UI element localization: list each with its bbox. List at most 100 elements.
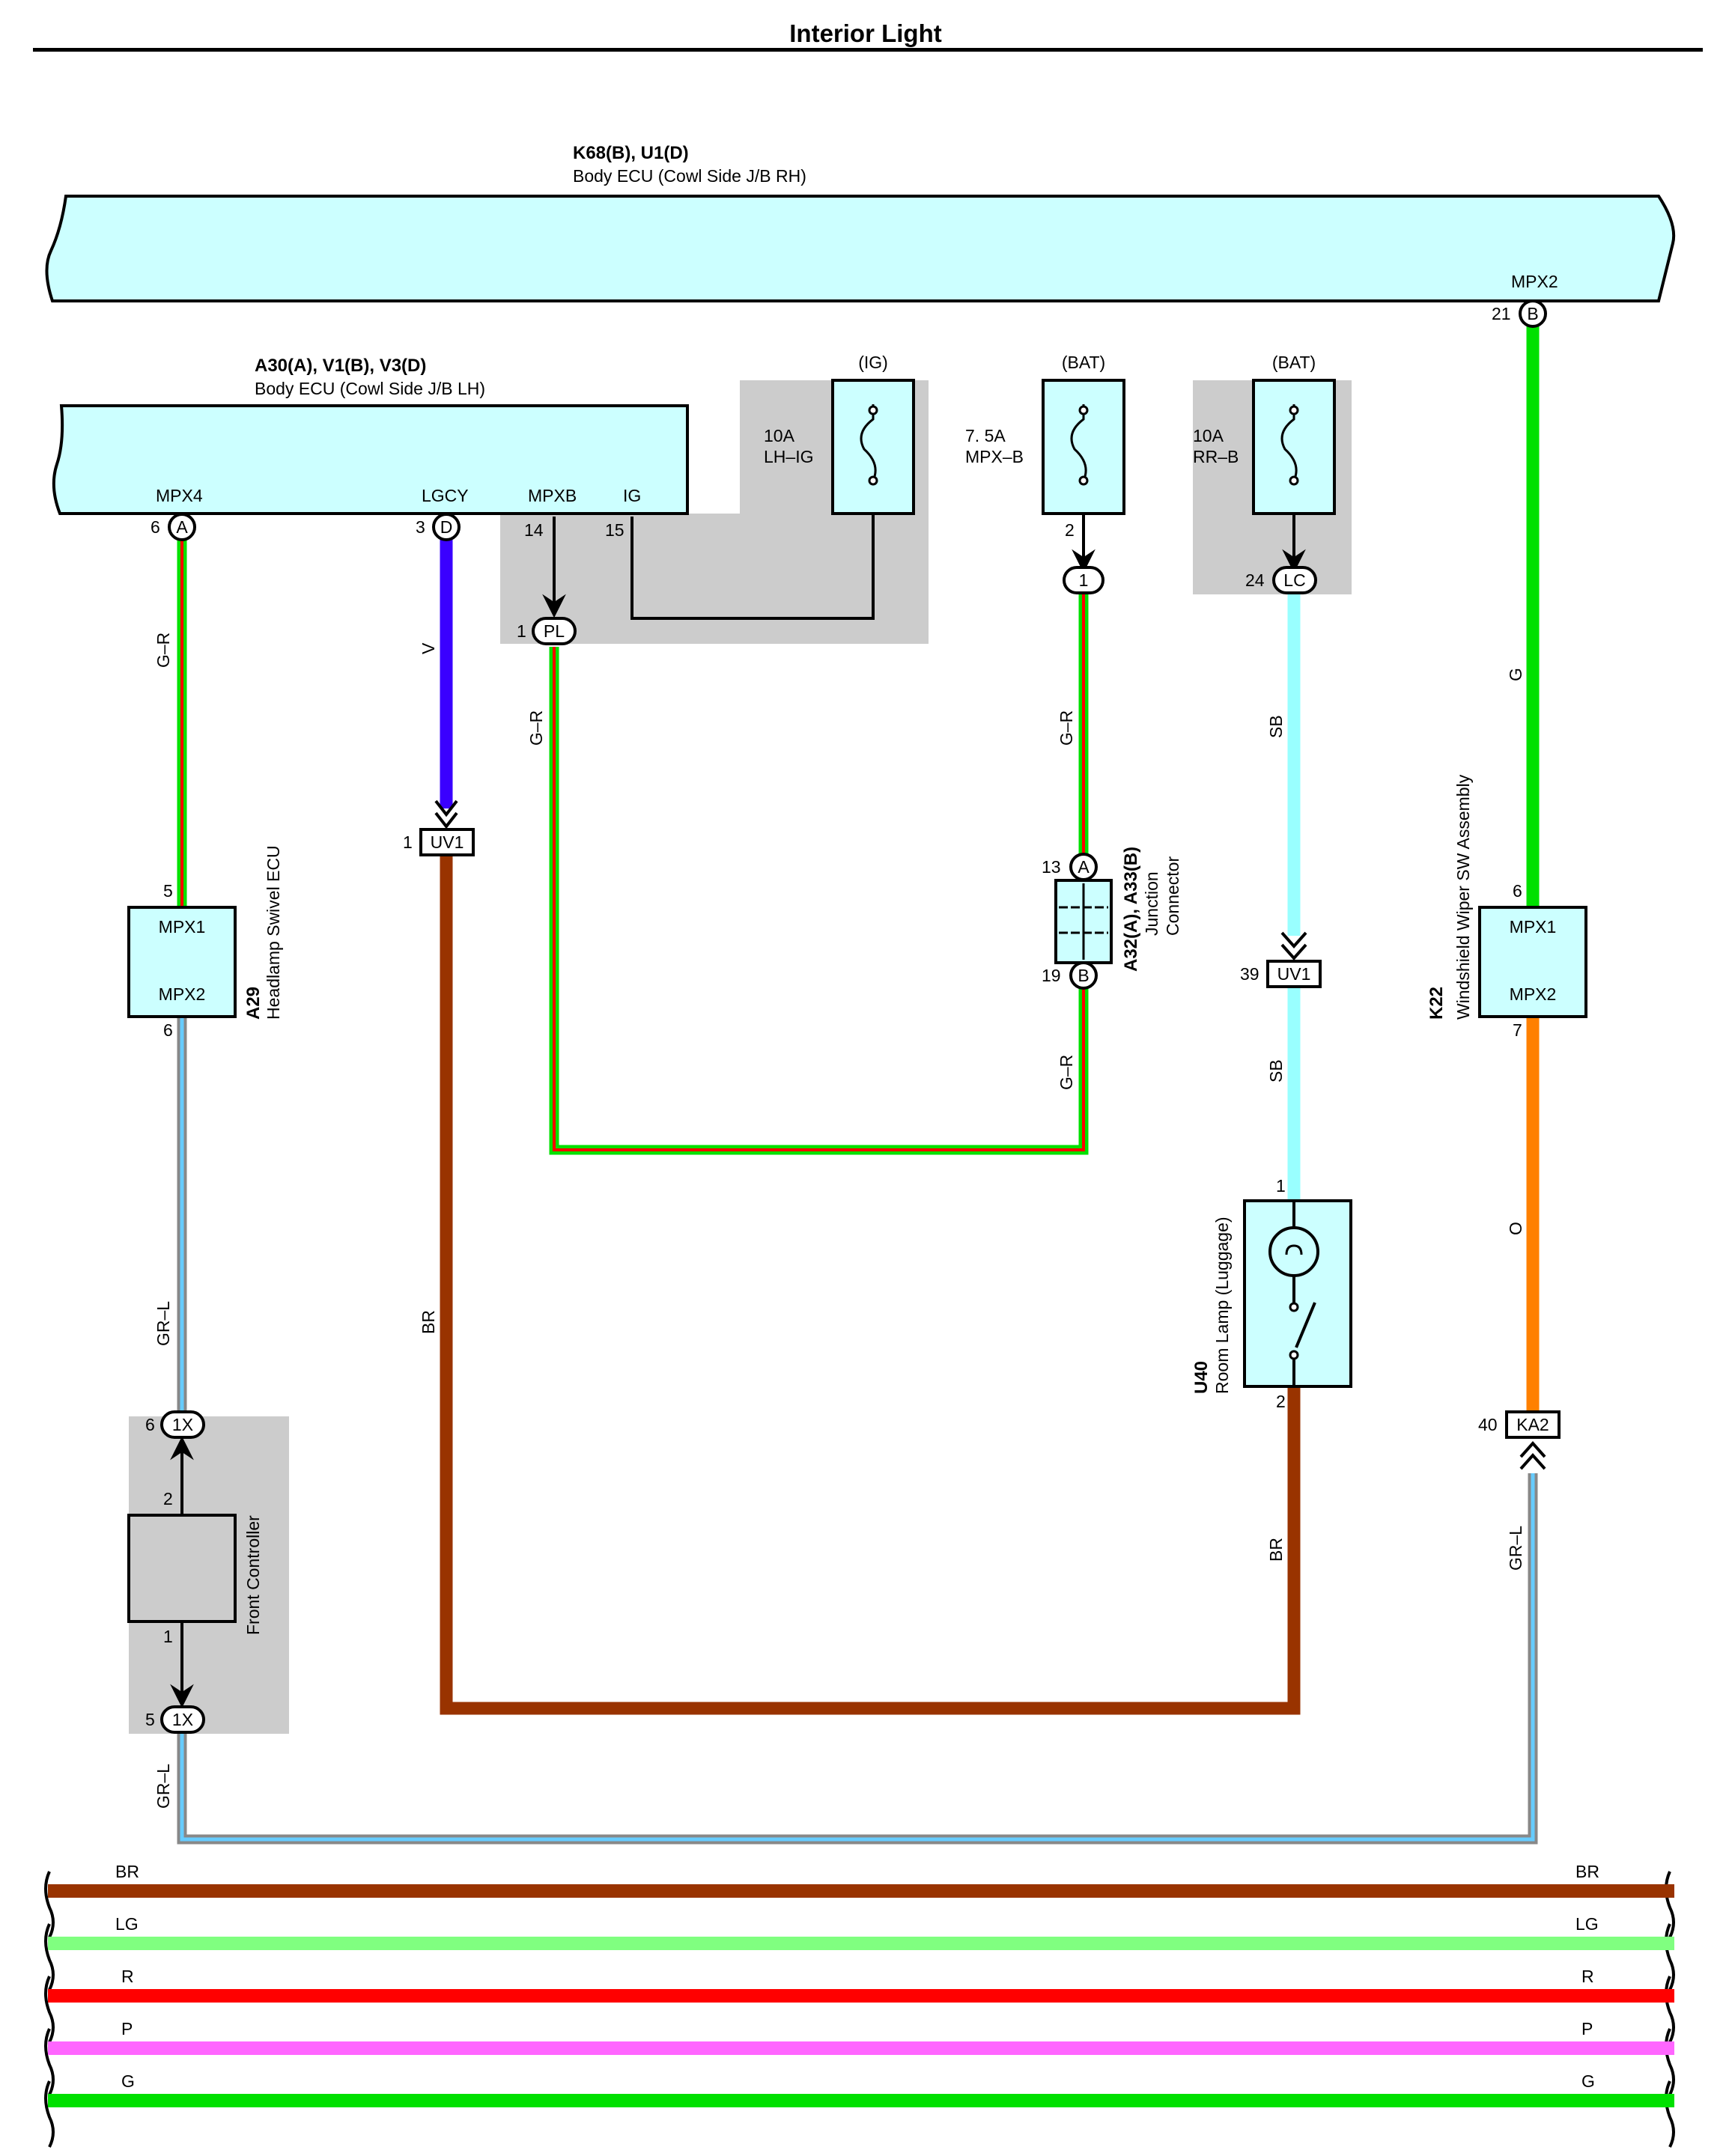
- k22-mpx1: MPX1: [1510, 917, 1557, 937]
- arrow-to-1: [1072, 549, 1096, 573]
- k22-pin-top: 6: [1513, 881, 1522, 901]
- fc-top-conn: 1X: [172, 1415, 193, 1434]
- pin-mpx4-a-letter: A: [176, 517, 188, 537]
- body-ecu-lh-name: Body ECU (Cowl Side J/B LH): [255, 379, 485, 398]
- connector-uv1-left: UV1 1: [403, 800, 475, 856]
- connector-pl: PL 1: [517, 617, 577, 645]
- wire-label-grl-right: GR–L: [1506, 1526, 1525, 1571]
- connector-uv1-right-pin: 39: [1240, 964, 1259, 984]
- body-ecu-rh-name: Body ECU (Cowl Side J/B RH): [573, 166, 806, 186]
- fc-bottom-pin: 5: [145, 1710, 155, 1729]
- fc-bottom-conn: 1X: [172, 1710, 193, 1729]
- title-rule: [33, 48, 1703, 52]
- wire-label-a29-up: G–R: [154, 633, 173, 668]
- jc-name2: Connector: [1163, 856, 1182, 936]
- wire-ig-fuse: [630, 481, 875, 620]
- wire-label-mpxb-bottom: G–R: [1057, 1055, 1076, 1090]
- jc-pin-top: 13: [1042, 857, 1061, 877]
- connector-ka2-name: KA2: [1516, 1415, 1549, 1434]
- u40-code: U40: [1191, 1361, 1212, 1394]
- bus-lg-label-right: LG: [1575, 1914, 1599, 1934]
- k22-mpx2: MPX2: [1510, 984, 1557, 1004]
- pin-mpx2-b: B 21: [1492, 299, 1547, 328]
- pin-mpx2-b-letter: B: [1527, 304, 1538, 323]
- bus-p-label-left: P: [121, 2019, 133, 2038]
- fuse-rr-b-rating: 10A: [1193, 426, 1224, 445]
- pin-mpxb-number: 14: [524, 520, 544, 540]
- fuse-mpx-b: (BAT) 7. 5A MPX–B 2: [965, 353, 1125, 540]
- connector-pl-name: PL: [544, 621, 565, 641]
- bus-g-label-right: G: [1581, 2071, 1595, 2091]
- connector-lc-name: LC: [1283, 570, 1305, 590]
- jc-code: A32(A), A33(B): [1121, 847, 1141, 972]
- connector-uv1-right: UV1 39: [1240, 931, 1322, 988]
- connector-lc-pin: 24: [1245, 570, 1265, 590]
- bus-r-label-right: R: [1581, 1967, 1594, 1986]
- wire-label-lgcy: V: [419, 642, 438, 654]
- connector-uv1-right-name: UV1: [1277, 964, 1311, 984]
- pin-mpx4-a-number: 6: [151, 517, 160, 537]
- wire-br-loop: [440, 853, 1301, 1715]
- jc-name1: Junction: [1142, 871, 1161, 936]
- connector-ka2: KA2 40: [1478, 1410, 1561, 1470]
- bus-g: G G: [44, 2071, 1675, 2148]
- connector-mpxb-1: 1: [1063, 566, 1104, 594]
- pin-lgcy-d-number: 3: [416, 517, 425, 537]
- fc-top-pin: 6: [145, 1415, 155, 1434]
- a29-code: A29: [243, 987, 264, 1020]
- bus-g-label-left: G: [121, 2071, 135, 2091]
- arrow-to-lc: [1282, 549, 1306, 573]
- jc-pin-bottom: 19: [1042, 966, 1061, 985]
- body-ecu-lh: A30(A), V1(B), V3(D) Body ECU (Cowl Side…: [52, 356, 689, 515]
- k22-pin-bottom: 7: [1513, 1020, 1522, 1040]
- bus-br-label-right: BR: [1575, 1862, 1599, 1881]
- body-ecu-lh-codes: A30(A), V1(B), V3(D): [255, 356, 426, 376]
- wire-label-o-right: O: [1506, 1222, 1525, 1235]
- jc-conn-top: A: [1078, 857, 1090, 877]
- fuse-lh-ig-source: (IG): [858, 353, 888, 372]
- fc-pin-bottom: 1: [163, 1627, 173, 1646]
- a29-pin-bottom: 6: [163, 1020, 173, 1040]
- room-lamp-luggage: 1 2 U40 Room Lamp (Luggage): [1191, 1176, 1352, 1411]
- fuse-mpx-b-rating: 7. 5A: [965, 426, 1006, 445]
- wire-label-g-right: G: [1506, 668, 1525, 681]
- u40-pin-top: 1: [1276, 1176, 1286, 1196]
- fuse-lh-ig-name: LH–IG: [764, 447, 813, 466]
- wire-label-grl-bottom: GR–L: [154, 1764, 173, 1809]
- bus-lg: LG LG: [44, 1914, 1675, 1991]
- windshield-wiper-sw: MPX1 MPX2 6 7 K22 Windshield Wiper SW As…: [1426, 774, 1587, 1040]
- bus-r: R R: [44, 1967, 1675, 2043]
- mpx4-terminal-label: MPX4: [156, 486, 203, 505]
- junction-connector: A 13 B 19 A32(A), A33(B) Junction Connec…: [1042, 847, 1182, 990]
- fuse-lh-ig: (IG) 10A LH–IG: [764, 353, 915, 515]
- mpxb-terminal-label: MPXB: [528, 486, 577, 505]
- k22-name: Windshield Wiper SW Assembly: [1453, 774, 1473, 1020]
- pin-lgcy-d-letter: D: [440, 517, 453, 537]
- ig-terminal-label: IG: [623, 486, 641, 505]
- jc-conn-bottom: B: [1078, 966, 1089, 985]
- fuse-rr-b-name: RR–B: [1193, 447, 1239, 466]
- wire-label-br-right: BR: [1266, 1538, 1286, 1562]
- fuse-lh-ig-rating: 10A: [764, 426, 795, 445]
- a29-mpx2: MPX2: [159, 984, 206, 1004]
- k22-code: K22: [1426, 987, 1447, 1020]
- wire-label-pl: G–R: [526, 710, 546, 746]
- pin-mpx2-b-number: 21: [1492, 304, 1511, 323]
- connector-lc: LC 24: [1245, 566, 1317, 594]
- wire-label-a29-down: GR–L: [154, 1301, 173, 1346]
- fc-pin-top: 2: [163, 1489, 173, 1508]
- bus-br: BR BR: [44, 1862, 1675, 1938]
- fuse-mpx-b-pin: 2: [1065, 520, 1075, 540]
- u40-pin-bottom: 2: [1276, 1392, 1286, 1411]
- a29-pin-top: 5: [163, 881, 173, 901]
- a29-name: Headlamp Swivel ECU: [264, 845, 283, 1020]
- wire-fc-ka2: [177, 1473, 1538, 1845]
- connector-pl-pin: 1: [517, 621, 526, 641]
- wire-label-mpxb-top: G–R: [1057, 710, 1076, 746]
- pin-mpx4-a: A 6: [151, 513, 196, 541]
- fuse-mpx-b-source: (BAT): [1062, 353, 1105, 372]
- bus-p: P P: [44, 2019, 1675, 2095]
- u40-name: Room Lamp (Luggage): [1212, 1216, 1232, 1394]
- pin-ig-number: 15: [605, 520, 625, 540]
- wire-pl-jc: [549, 647, 1089, 1155]
